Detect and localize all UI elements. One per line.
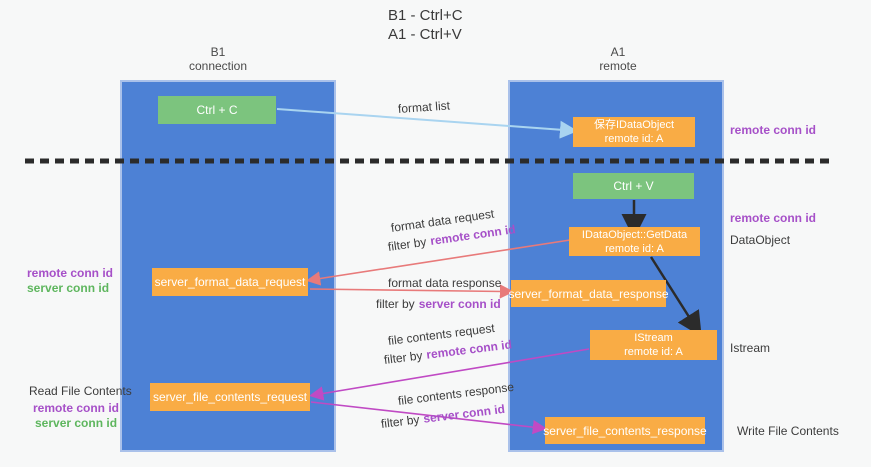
lifeline-header-a1: A1 remote [558,45,678,73]
remote-conn-id-annotation-top: remote conn id [730,123,817,137]
lifeline-b1-role: connection [188,59,248,73]
write-file-contents-annotation: Write File Contents [737,424,839,438]
format-remote-conn-id-annotation: remote conn id [27,266,114,280]
dataobject-annotation: DataObject [730,233,791,247]
server-format-data-request-label: server_format_data_request [154,275,306,289]
istream-annotation: Istream [730,341,771,355]
format-server-conn-id-annotation: server conn id [27,281,110,295]
file-remote-conn-id-annotation: remote conn id [33,401,120,415]
server-file-contents-response-box: server_file_contents_response [543,417,707,444]
filter-by-text: filter by [387,234,428,254]
getdata-line1: IDataObject::GetData [581,228,688,241]
save-dataobject-line2: remote id: A [604,133,664,145]
filter-by-text: filter by [376,297,415,311]
lifeline-a1-name: A1 [610,45,626,59]
remote-conn-id-annotation-mid: remote conn id [730,211,817,225]
format-list-label: format list [397,98,451,116]
title-line-1: B1 - Ctrl+C [388,7,463,24]
istream-line2: remote id: A [624,346,683,358]
server-file-contents-response-label: server_file_contents_response [543,423,707,438]
save-dataobject-line1: 保存IDataObject [593,119,675,131]
server-file-contents-request-box: server_file_contents_request [150,383,310,411]
filter-by-text: filter by [383,348,424,367]
server-conn-id-key: server conn id [422,401,506,426]
diagram-title: B1 - Ctrl+C A1 - Ctrl+V [388,6,463,44]
ctrl-c-label: Ctrl + C [196,103,238,117]
server-format-data-request-box: server_format_data_request [152,268,308,296]
server-format-data-response-box: server_format_data_response [508,280,669,307]
lifeline-b1-name: B1 [210,45,226,59]
ctrl-v-action-box: Ctrl + V [573,173,694,199]
lifeline-a1-role: remote [599,59,637,73]
save-dataobject-box: 保存IDataObject remote id: A [573,117,695,147]
file-server-conn-id-annotation: server conn id [35,416,118,430]
istream-line1: IStream [634,332,673,344]
server-conn-id-key: server conn id [418,297,501,311]
istream-box: IStream remote id: A [590,330,717,360]
lifeline-header-b1: B1 connection [158,45,278,73]
title-line-2: A1 - Ctrl+V [388,26,462,43]
server-format-data-response-label: server_format_data_response [508,286,669,301]
getdata-box: IDataObject::GetData remote id: A [569,227,700,256]
filter-by-text: filter by [380,412,421,431]
format-data-response-label: format data response [388,276,502,290]
ctrl-v-label: Ctrl + V [613,179,654,193]
server-file-contents-request-label: server_file_contents_request [152,390,308,404]
ctrl-c-action-box: Ctrl + C [158,96,276,124]
read-file-contents-annotation: Read File Contents [29,384,132,398]
getdata-line2: remote id: A [605,242,664,255]
